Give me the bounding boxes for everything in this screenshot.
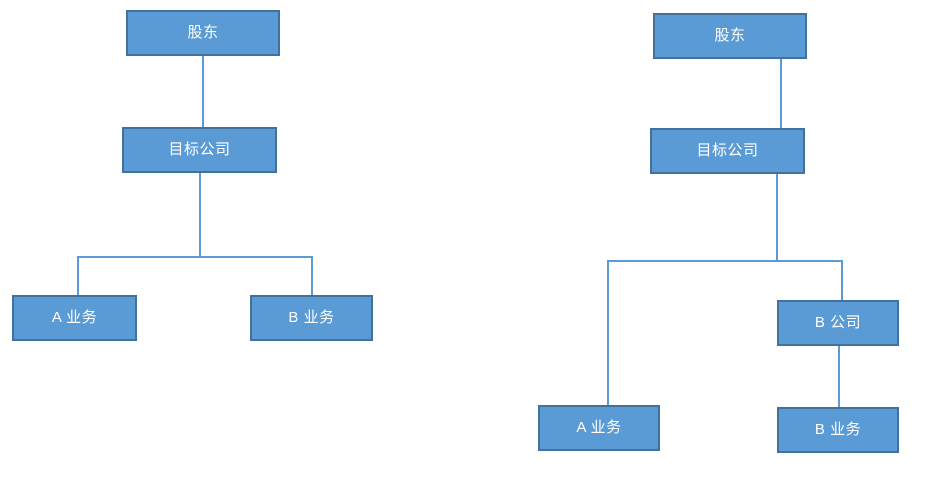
node-business-b-left[interactable]: B 业务 <box>250 295 373 341</box>
node-target-company-right[interactable]: 目标公司 <box>650 128 805 174</box>
edge-target-stem-left <box>199 173 201 257</box>
node-target-company-left-label: 目标公司 <box>168 140 231 158</box>
node-business-a-right[interactable]: A 业务 <box>538 405 660 451</box>
edge-branch-bar-right <box>607 260 843 262</box>
node-business-b-right-label: B 业务 <box>814 420 862 438</box>
node-business-a-left-label: A 业务 <box>51 308 98 326</box>
edge-shareholder-to-target-right <box>780 59 782 128</box>
edge-company-b-to-business-b-right <box>838 346 840 408</box>
org-chart-right: 股东 目标公司 B 公司 A 业务 B 业务 <box>469 0 938 500</box>
edge-branch-to-business-a-right <box>607 260 609 406</box>
node-business-a-left[interactable]: A 业务 <box>12 295 137 341</box>
node-company-b-right[interactable]: B 公司 <box>777 300 899 346</box>
node-company-b-right-label: B 公司 <box>814 313 862 331</box>
node-target-company-right-label: 目标公司 <box>696 141 759 159</box>
node-business-a-right-label: A 业务 <box>576 418 622 436</box>
org-chart-left: 股东 目标公司 A 业务 B 业务 <box>12 10 373 341</box>
node-business-b-left-label: B 业务 <box>288 308 335 326</box>
node-shareholder-right-label: 股东 <box>714 26 746 44</box>
node-target-company-left[interactable]: 目标公司 <box>122 127 277 173</box>
edge-target-stem-right <box>776 174 778 261</box>
edge-branch-bar-left <box>77 256 313 258</box>
edge-shareholder-to-target-left <box>202 56 204 127</box>
node-shareholder-left-label: 股东 <box>187 23 219 41</box>
node-business-b-right[interactable]: B 业务 <box>777 407 899 453</box>
edge-branch-to-business-a-left <box>77 256 79 296</box>
edge-branch-to-company-b-right <box>841 260 843 301</box>
edge-branch-to-business-b-left <box>311 256 313 296</box>
node-shareholder-left[interactable]: 股东 <box>126 10 280 56</box>
node-shareholder-right[interactable]: 股东 <box>653 13 807 59</box>
